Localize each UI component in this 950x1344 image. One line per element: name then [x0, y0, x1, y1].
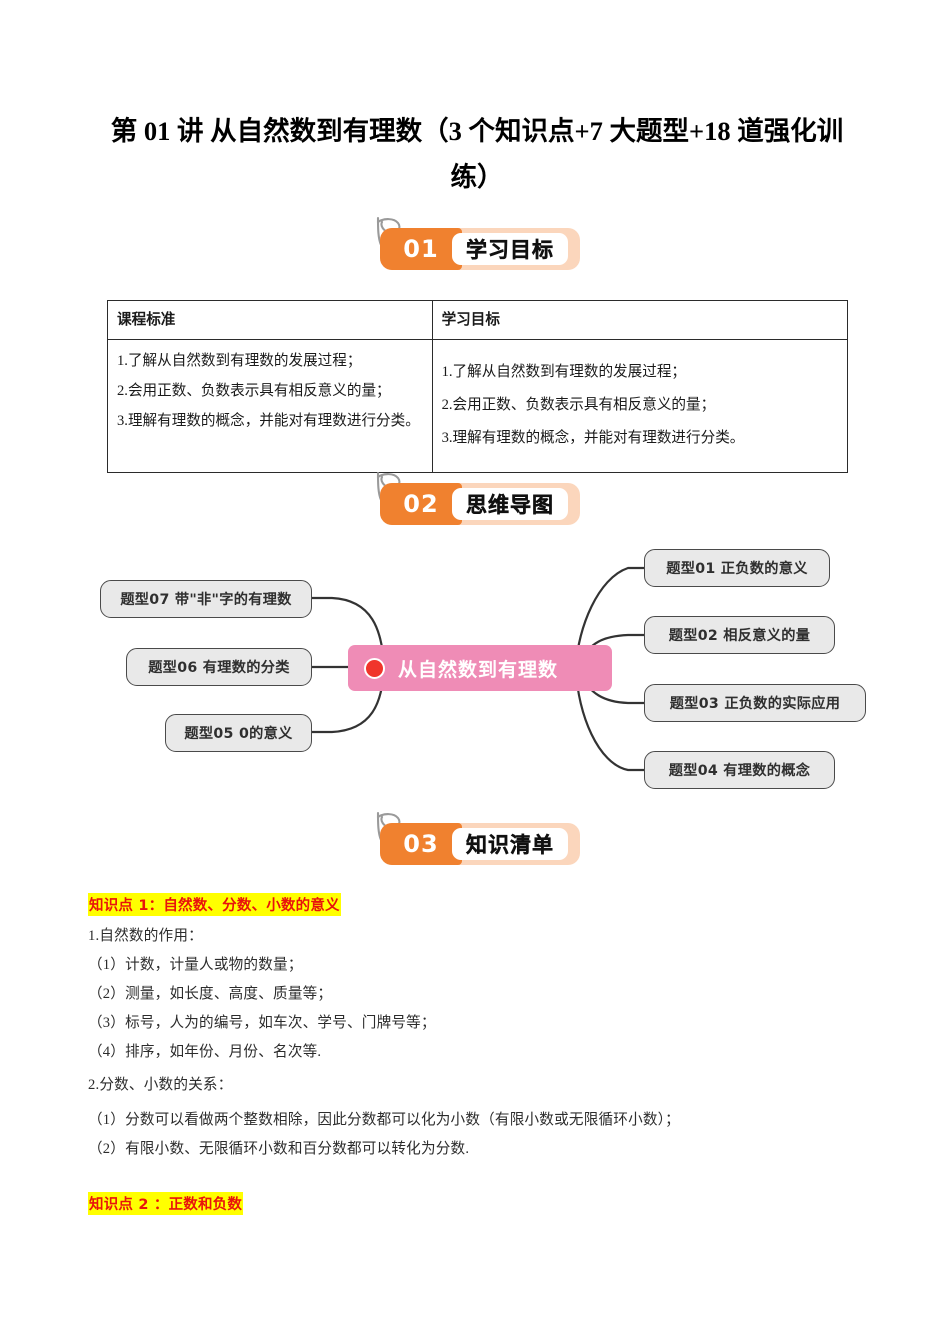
mindmap-center-label: 从自然数到有理数 — [398, 658, 559, 681]
table-cell-learning-objective: 1.了解从自然数到有理数的发展过程； 2.会用正数、负数表示具有相反意义的量； … — [431, 339, 849, 473]
course-standard-item-1: 1.了解从自然数到有理数的发展过程； — [117, 353, 362, 369]
banner-number-02: 02 — [403, 490, 439, 518]
table-header-row: 课程标准 学习目标 — [107, 300, 849, 340]
section-banner-01: 01 学习目标 — [372, 216, 580, 270]
learning-objective-item-2: 2.会用正数、负数表示具有相反意义的量； — [441, 397, 716, 413]
mindmap-node-07[interactable]: 题型07 带"非"字的有理数 — [100, 580, 312, 618]
page-title: 第 01 讲 从自然数到有理数（3 个知识点+7 大题型+18 道强化训练） — [110, 116, 844, 192]
table-header-course-standard: 课程标准 — [107, 300, 433, 340]
mindmap-center-node[interactable]: 从自然数到有理数 — [348, 645, 612, 691]
course-standard-item-3: 3.理解有理数的概念，并能对有理数进行分类。 — [117, 413, 420, 429]
banner-label-03: 知识清单 — [466, 833, 554, 857]
kp1-line-7: （1）分数可以看做两个整数相除，因此分数都可以化为小数（有限小数或无限循环小数）… — [88, 1112, 680, 1128]
center-dot-icon — [364, 657, 385, 679]
banner-number-chip — [380, 228, 462, 270]
banner-label-box — [452, 828, 568, 860]
banner-number-01: 01 — [403, 235, 439, 263]
section-banner-02: 02 思维导图 — [372, 471, 580, 525]
banner-number-chip — [380, 823, 462, 865]
learning-objective-item-3: 3.理解有理数的概念，并能对有理数进行分类。 — [441, 430, 745, 446]
kp1-line-3: （2）测量，如长度、高度、质量等； — [88, 986, 333, 1002]
banner-label-01: 学习目标 — [466, 238, 554, 262]
kp1-line-2: （1）计数，计量人或物的数量； — [88, 957, 303, 973]
mindmap-node-05[interactable]: 题型05 0的意义 — [165, 714, 312, 752]
learning-objective-item-1: 1.了解从自然数到有理数的发展过程； — [441, 364, 687, 380]
objectives-table: 课程标准 学习目标 1.了解从自然数到有理数的发展过程； 2.会用正数、负数表示… — [107, 300, 849, 473]
kp1-line-6: 2.分数、小数的关系： — [88, 1077, 233, 1093]
knowledge-point-1-heading: 知识点 1：自然数、分数、小数的意义 — [88, 893, 341, 916]
section-banner-03: 03 知识清单 — [372, 811, 580, 865]
mindmap-node-01[interactable]: 题型01 正负数的意义 — [644, 549, 830, 587]
mindmap-node-02[interactable]: 题型02 相反意义的量 — [644, 616, 835, 654]
banner-label-02: 思维导图 — [466, 493, 554, 517]
table-body-row: 1.了解从自然数到有理数的发展过程； 2.会用正数、负数表示具有相反意义的量； … — [107, 339, 849, 473]
kp1-line-1: 1.自然数的作用： — [88, 928, 203, 944]
mindmap-diagram: 题型07 带"非"字的有理数 题型06 有理数的分类 题型05 0的意义 从自然… — [0, 538, 950, 806]
mindmap-node-06[interactable]: 题型06 有理数的分类 — [126, 648, 312, 686]
mindmap-node-03[interactable]: 题型03 正负数的实际应用 — [644, 684, 866, 722]
banner-number-03: 03 — [403, 830, 439, 858]
banner-label-box — [452, 233, 568, 265]
banner-number-chip — [380, 483, 462, 525]
kp1-line-4: （3）标号，人为的编号，如车次、学号、门牌号等； — [88, 1015, 436, 1031]
table-cell-course-standard: 1.了解从自然数到有理数的发展过程； 2.会用正数、负数表示具有相反意义的量； … — [107, 339, 433, 473]
table-header-learning-objective: 学习目标 — [431, 300, 849, 340]
course-standard-item-2: 2.会用正数、负数表示具有相反意义的量； — [117, 383, 391, 399]
knowledge-point-2-heading: 知识点 2 ：正数和负数 — [88, 1192, 244, 1215]
kp1-line-8: （2）有限小数、无限循环小数和百分数都可以转化为分数. — [88, 1141, 470, 1157]
mindmap-node-04[interactable]: 题型04 有理数的概念 — [644, 751, 835, 789]
banner-label-box — [452, 488, 568, 520]
kp1-line-5: （4）排序，如年份、月份、名次等. — [88, 1044, 322, 1060]
